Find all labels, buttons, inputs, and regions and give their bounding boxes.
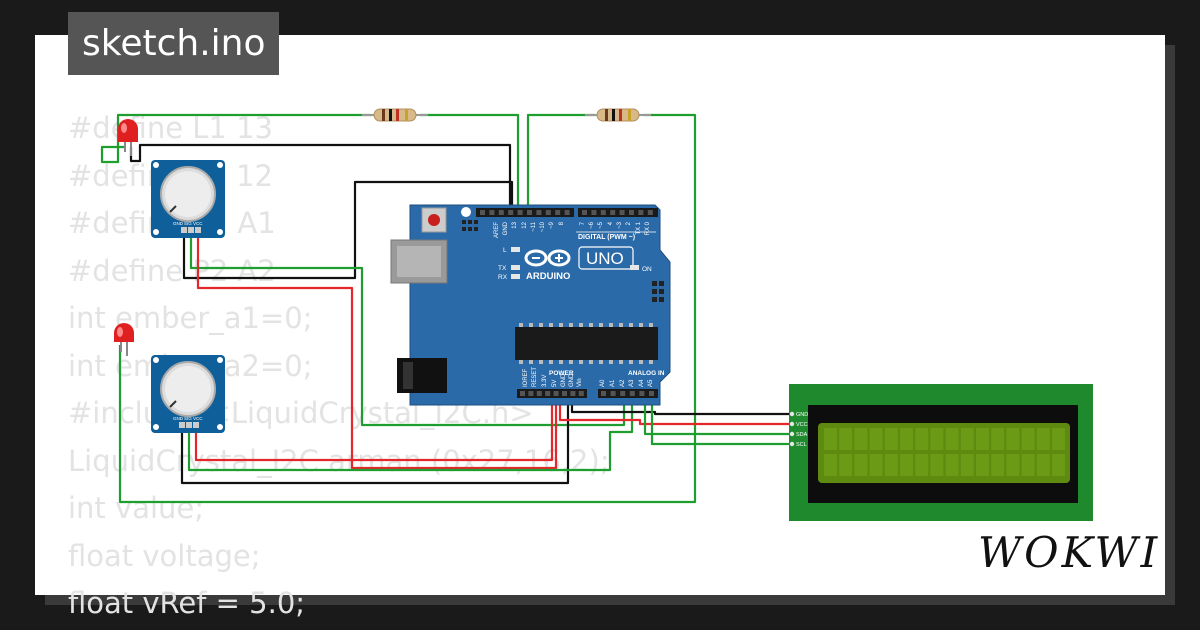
pot2-pin-label-sig: SIG <box>184 416 192 421</box>
bottom-pin-label: RESET <box>532 367 538 387</box>
top-pin-label: RX 0 <box>645 221 651 235</box>
code-line: float voltage; <box>68 538 261 573</box>
status-led-tx <box>511 265 520 270</box>
wire-black-pot1-gnd <box>182 180 514 280</box>
on-label: ON <box>642 266 652 273</box>
bottom-pin-label: GND <box>569 373 575 387</box>
top-pin-label: ~6 <box>589 221 595 229</box>
top-pin-label: TX 1 <box>636 221 642 234</box>
diagram-card: #define L1 13#define L2 12#define P1 A1#… <box>35 35 1165 620</box>
lcd-pin-vcc: VCC <box>796 422 808 428</box>
pot1-pin-label-gnd: GND <box>173 221 184 226</box>
bottom-pin-label: GND <box>561 373 567 387</box>
wires <box>100 113 792 504</box>
pot1-pin-label-vcc: VCC <box>193 221 203 226</box>
lcd-pin-gnd: GND <box>796 412 808 418</box>
top-pin-label: ~9 <box>549 221 555 229</box>
top-pin-label: 13 <box>512 221 518 228</box>
code-line: float vRef = 5.0; <box>68 586 306 620</box>
bottom-pin-label: A3 <box>629 379 635 387</box>
top-pin-label: 12 <box>522 221 528 228</box>
bottom-pin-label: A5 <box>648 379 654 387</box>
wire-black-pot2-gnd <box>180 395 570 485</box>
status-led-l <box>511 247 520 252</box>
led-1[interactable] <box>118 119 138 156</box>
bottom-pin-label: 3.3V <box>542 375 548 387</box>
code-line: int value; <box>68 491 205 525</box>
resistor-2[interactable] <box>585 108 651 122</box>
digital-header-right <box>578 208 658 217</box>
wire-green-lcd-sda <box>643 395 792 436</box>
lcd-display[interactable]: GND VCC SDA SCL <box>789 384 1093 521</box>
status-led-on <box>630 265 639 270</box>
bottom-pin-label: Vin <box>577 378 583 387</box>
wire-green-pin12-r2 <box>526 113 595 214</box>
pot2-pin-label-gnd: GND <box>173 416 184 421</box>
lcd-pin-sda: SDA <box>796 432 808 438</box>
bottom-pin-label: A0 <box>600 379 606 387</box>
wire-black-led1-gnd <box>129 143 512 214</box>
wire-red-pot1-vcc <box>196 232 558 470</box>
wire-black-lcd-gnd <box>570 395 792 416</box>
top-pin-label: 8 <box>559 221 565 225</box>
circuit-diagram: GND SIG VCC GND SIG VCC <box>100 108 1093 521</box>
digital-label: DIGITAL (PWM ~) <box>578 234 635 241</box>
lcd-pin-scl: SCL <box>796 442 807 448</box>
potentiometer-2[interactable]: GND SIG VCC <box>151 355 225 433</box>
pot2-pin-label-vcc: VCC <box>193 416 203 421</box>
code-line: int ember_a1=0; <box>68 301 313 335</box>
top-pin-label: 4 <box>608 221 614 225</box>
top-pin-label: ~10 <box>540 221 546 232</box>
wire-green-lcd-scl <box>650 395 792 446</box>
power-header <box>517 389 587 398</box>
top-pin-label: ~3 <box>617 221 623 229</box>
wire-red-pot2-vcc <box>194 395 554 462</box>
analog-label: ANALOG IN <box>628 370 665 377</box>
top-pin-label: 7 <box>580 221 586 225</box>
atmega-chip <box>515 327 658 360</box>
bottom-pin-label: 5V <box>552 380 558 387</box>
led-2[interactable] <box>114 323 134 356</box>
arduino-logo <box>524 249 571 267</box>
top-pin-label: GND <box>503 221 509 235</box>
wire-green-led1 <box>100 113 372 164</box>
wire-green-r2-led2 <box>118 113 697 504</box>
wokwi-logo: WOKWI <box>978 528 1161 577</box>
bottom-pin-label: A2 <box>620 379 626 387</box>
top-pin-label: ~5 <box>598 221 604 229</box>
status-led-rx <box>511 274 520 279</box>
board-name: UNO <box>586 249 624 268</box>
bottom-pin-label: A4 <box>639 379 645 387</box>
bottom-pin-label: IOREF <box>523 368 529 387</box>
top-pin-label: ~11 <box>531 221 537 231</box>
wire-green-pot2-sig <box>187 395 634 472</box>
pot1-pin-label-sig: SIG <box>184 221 192 226</box>
led-label-rx: RX <box>498 274 508 281</box>
wire-red-lcd-vcc <box>558 395 792 426</box>
top-pin-label: 2 <box>626 221 632 225</box>
led-label-l: L <box>503 247 507 254</box>
led-label-tx: TX <box>498 265 507 272</box>
resistor-1[interactable] <box>362 108 428 122</box>
wire-green-r1-pin13 <box>420 113 520 214</box>
digital-header-left <box>476 208 574 217</box>
bottom-pin-label: A1 <box>610 379 616 387</box>
potentiometer-1[interactable]: GND SIG VCC <box>151 160 225 238</box>
arduino-brand: ARDUINO <box>526 271 570 282</box>
power-label: POWER <box>549 370 574 377</box>
analog-header <box>598 389 658 398</box>
top-pin-label: AREF <box>494 222 500 238</box>
sketch-title-tab[interactable]: sketch.ino <box>68 12 280 75</box>
